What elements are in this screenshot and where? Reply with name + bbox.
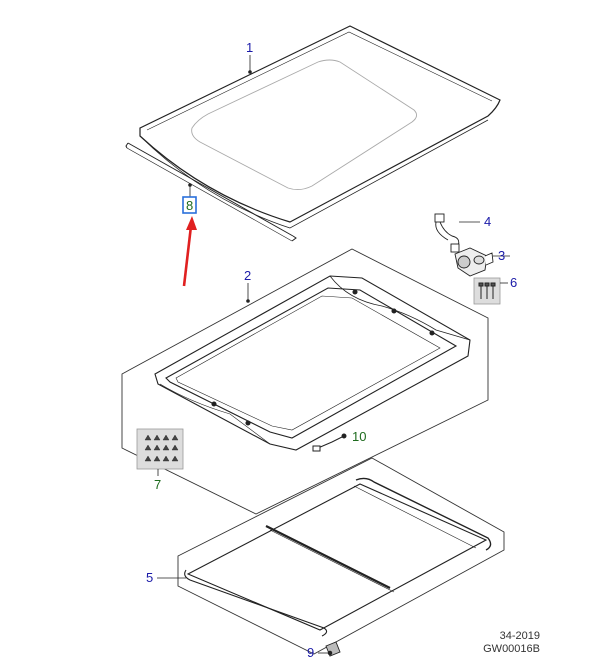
screw-kit-part-6 <box>473 277 501 305</box>
callout-4-label[interactable]: 4 <box>484 214 491 229</box>
drain-hose-part-10 <box>312 433 347 452</box>
sunroof-motor-part-3 <box>454 247 494 277</box>
glass-inner-outline <box>191 59 417 191</box>
frame-assembly-box <box>121 248 489 515</box>
sunroof-frame-part-2 <box>154 275 471 451</box>
clip-kit-part-7 <box>136 428 184 470</box>
sunblind-box <box>177 457 505 655</box>
motor-harness-part-4 <box>434 213 460 253</box>
seal-strip <box>125 142 297 242</box>
sunblind-part-5 <box>184 477 492 637</box>
callout-2-leader <box>246 283 250 303</box>
callout-3-label[interactable]: 3 <box>498 248 505 263</box>
red-annotation-arrow <box>182 216 197 287</box>
document-code: 34-2019 GW00016B <box>468 630 540 656</box>
callout-2-label[interactable]: 2 <box>244 268 251 283</box>
callout-5-label[interactable]: 5 <box>146 570 153 585</box>
callout-8-label[interactable]: 8 <box>186 198 193 213</box>
clip-part-9 <box>325 641 341 657</box>
callout-1-leader <box>248 55 252 74</box>
document-code-line-1: 34-2019 <box>499 630 540 642</box>
callout-10-label[interactable]: 10 <box>352 429 366 444</box>
callout-1-label[interactable]: 1 <box>246 40 253 55</box>
callout-8-highlight-box <box>182 196 197 214</box>
callout-6-label[interactable]: 6 <box>510 275 517 290</box>
callout-9-label[interactable]: 9 <box>307 645 314 660</box>
callout-7-label[interactable]: 7 <box>154 477 161 492</box>
document-code-line-2: GW00016B <box>483 643 540 655</box>
callout-8-leader <box>188 183 192 197</box>
roof-glass-panel <box>139 25 501 229</box>
